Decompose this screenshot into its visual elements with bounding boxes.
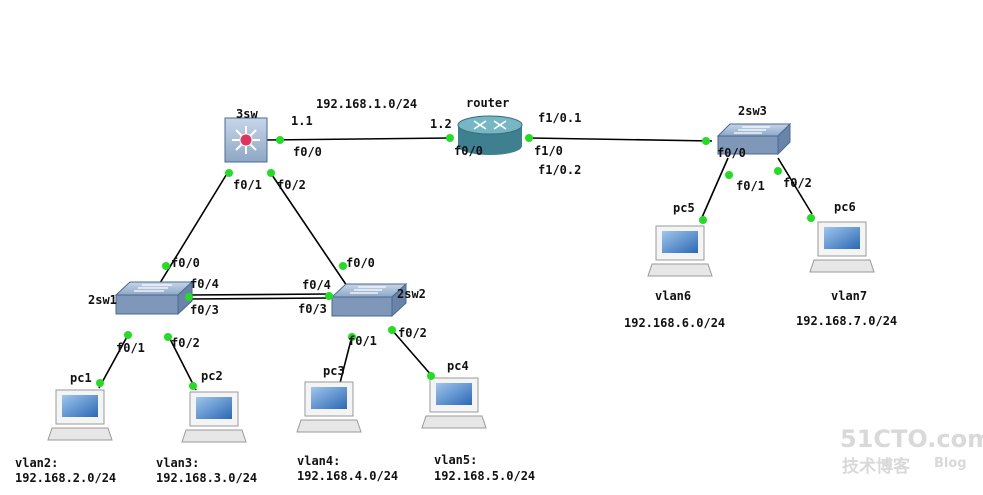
pc4-vlan: vlan5: bbox=[434, 453, 477, 467]
router-sub2: f1/0.2 bbox=[538, 163, 581, 177]
link-2sw3-pc6 bbox=[777, 157, 813, 215]
router-port-f00: f0/0 bbox=[454, 144, 483, 158]
link-2sw1-2sw2-trunk1 bbox=[187, 293, 331, 296]
sw3-port-f01: f0/1 bbox=[233, 178, 262, 192]
port-dot bbox=[185, 293, 193, 301]
multilayer-switch-icon[interactable] bbox=[224, 117, 268, 163]
sw2-1-port-f00: f0/0 bbox=[171, 256, 200, 270]
links bbox=[98, 137, 813, 391]
port-dot bbox=[339, 262, 347, 270]
port-dot bbox=[388, 326, 396, 334]
pc-icon-pc2[interactable] bbox=[181, 391, 247, 443]
pc5-name: pc5 bbox=[673, 201, 695, 215]
pc2-vlan: vlan3: bbox=[156, 456, 199, 470]
pc3-subnet: 192.168.4.0/24 bbox=[297, 469, 398, 483]
router-port-f10: f1/0 bbox=[534, 144, 563, 158]
port-dot bbox=[774, 167, 782, 175]
sw3-port-f00: f0/0 bbox=[293, 145, 322, 159]
link-router-2sw3 bbox=[529, 137, 713, 142]
port-dot bbox=[702, 137, 710, 145]
port-dot bbox=[725, 171, 733, 179]
pc1-name: pc1 bbox=[70, 371, 92, 385]
watermark-chinese: 技术博客 bbox=[842, 456, 911, 477]
sw2-1-port-f01: f0/1 bbox=[116, 341, 145, 355]
port-dot bbox=[807, 214, 815, 222]
pc1-vlan: vlan2: bbox=[15, 456, 58, 470]
port-dot bbox=[325, 292, 333, 300]
port-dot bbox=[267, 169, 275, 177]
watermark-logo: 51CTO.com 技术博客 Blog bbox=[840, 425, 983, 477]
port-dot bbox=[124, 331, 132, 339]
sw2-2-port-f02: f0/2 bbox=[398, 326, 427, 340]
port-dot bbox=[446, 134, 454, 142]
router-sub1: f1/0.1 bbox=[538, 111, 581, 125]
switch-icon-2sw2[interactable] bbox=[330, 282, 408, 318]
sw2-3-port-f01: f0/1 bbox=[736, 179, 765, 193]
pc2-name: pc2 bbox=[201, 369, 223, 383]
port-dot bbox=[699, 216, 707, 224]
watermark-blog: Blog bbox=[934, 456, 967, 471]
sw2-3-port-f00: f0/0 bbox=[717, 146, 746, 160]
switch-icon-2sw1[interactable] bbox=[114, 280, 194, 316]
link-3sw-2sw2 bbox=[269, 171, 348, 287]
link-2sw2-pc4 bbox=[391, 329, 433, 377]
port-dot bbox=[427, 372, 435, 380]
sw3-ip: 1.1 bbox=[291, 114, 313, 128]
link-3sw-2sw1 bbox=[159, 171, 229, 284]
pc5-subnet: 192.168.6.0/24 bbox=[624, 316, 725, 330]
sw2-2-name: 2sw2 bbox=[397, 287, 426, 301]
link-2sw2-pc3 bbox=[339, 335, 353, 384]
pc4-subnet: 192.168.5.0/24 bbox=[434, 469, 535, 483]
sw2-1-port-f03: f0/3 bbox=[190, 303, 219, 317]
port-dot bbox=[525, 134, 533, 142]
port-dots bbox=[96, 134, 815, 390]
sw2-1-name: 2sw1 bbox=[88, 293, 117, 307]
network-label: 192.168.1.0/24 bbox=[316, 97, 417, 111]
sw2-2-port-f01: f0/1 bbox=[348, 334, 377, 348]
sw3-name: 3sw bbox=[236, 107, 258, 121]
sw2-1-port-f04: f0/4 bbox=[190, 277, 219, 291]
router-icon[interactable] bbox=[457, 115, 523, 155]
link-2sw1-pc2 bbox=[167, 334, 197, 391]
port-dot bbox=[276, 136, 284, 144]
link-2sw1-pc1 bbox=[98, 334, 129, 389]
pc6-vlan: vlan7 bbox=[831, 289, 867, 303]
pc-icon-pc4[interactable] bbox=[421, 377, 487, 429]
port-dot bbox=[164, 333, 172, 341]
pc-icon-pc3[interactable] bbox=[296, 381, 362, 433]
link-3sw-router bbox=[265, 137, 451, 141]
pc5-vlan: vlan6 bbox=[655, 289, 691, 303]
link-2sw1-2sw2-trunk2 bbox=[187, 297, 331, 300]
pc-icon-pc1[interactable] bbox=[47, 389, 113, 441]
port-dot bbox=[189, 382, 197, 390]
pc3-name: pc3 bbox=[323, 364, 345, 378]
sw2-2-port-f03: f0/3 bbox=[298, 302, 327, 316]
port-dot bbox=[96, 379, 104, 387]
watermark-brand: 51CTO.com bbox=[840, 425, 983, 453]
router-name: router bbox=[466, 96, 509, 110]
pc-icon-pc5[interactable] bbox=[647, 225, 713, 277]
pc6-subnet: 192.168.7.0/24 bbox=[796, 314, 897, 328]
router-ip: 1.2 bbox=[430, 117, 452, 131]
link-2sw3-pc5 bbox=[699, 157, 729, 223]
sw2-1-port-f02: f0/2 bbox=[171, 336, 200, 350]
pc3-vlan: vlan4: bbox=[297, 454, 340, 468]
sw2-3-name: 2sw3 bbox=[738, 104, 767, 118]
sw3-port-f02: f0/2 bbox=[277, 178, 306, 192]
pc1-subnet: 192.168.2.0/24 bbox=[15, 471, 116, 485]
switch-icon-2sw3[interactable] bbox=[716, 122, 792, 156]
pc2-subnet: 192.168.3.0/24 bbox=[156, 471, 257, 485]
pc4-name: pc4 bbox=[447, 359, 469, 373]
sw2-3-port-f02: f0/2 bbox=[783, 176, 812, 190]
port-dot bbox=[348, 333, 356, 341]
port-dot bbox=[225, 169, 233, 177]
pc6-name: pc6 bbox=[834, 200, 856, 214]
sw2-2-port-f00: f0/0 bbox=[346, 256, 375, 270]
sw2-2-port-f04: f0/4 bbox=[302, 278, 331, 292]
pc-icon-pc6[interactable] bbox=[809, 221, 875, 273]
port-dot bbox=[162, 262, 170, 270]
